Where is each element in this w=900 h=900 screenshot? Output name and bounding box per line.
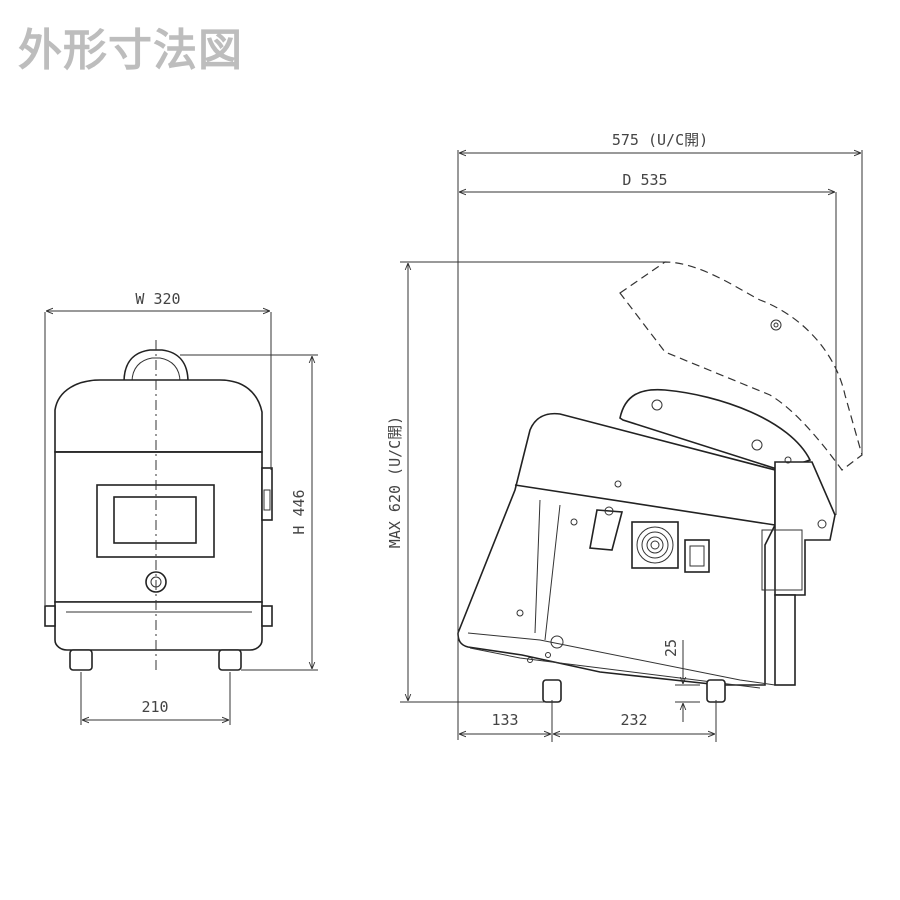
side-foot-spacing-label: 232 (620, 711, 647, 729)
page-title: 外形寸法図 (18, 25, 243, 76)
width-label: W 320 (135, 290, 180, 308)
display-screen (113, 496, 197, 544)
access-port (589, 509, 624, 551)
rear-block (774, 594, 796, 686)
depth-label: D 535 (622, 171, 667, 189)
side-rear-foot (706, 679, 726, 703)
fan (631, 521, 679, 569)
closed-cover (619, 388, 812, 471)
max-height-label: MAX 620 (U/C開) (386, 416, 404, 548)
left-knob (44, 605, 56, 627)
depth-open-label: 575 (U/C開) (612, 131, 708, 149)
clearance-label: 25 (662, 639, 680, 657)
side-body (457, 412, 776, 686)
right-foot (218, 649, 242, 671)
front-offset-label: 133 (491, 711, 518, 729)
base (54, 601, 263, 651)
side-latch (261, 467, 273, 521)
left-foot (69, 649, 93, 671)
side-view: 575 (U/C開) D 535 MAX 620 (U/C開) 133 232 … (386, 131, 863, 742)
height-label: H 446 (290, 489, 308, 534)
rear-unit (774, 461, 836, 596)
right-knob (261, 605, 273, 627)
connector (684, 539, 710, 573)
front-view: W 320 H 446 210 (44, 290, 318, 725)
top-cover (54, 379, 263, 453)
side-front-foot (542, 679, 562, 703)
open-lid-outline (619, 261, 863, 471)
foot-spacing-label: 210 (141, 698, 168, 716)
